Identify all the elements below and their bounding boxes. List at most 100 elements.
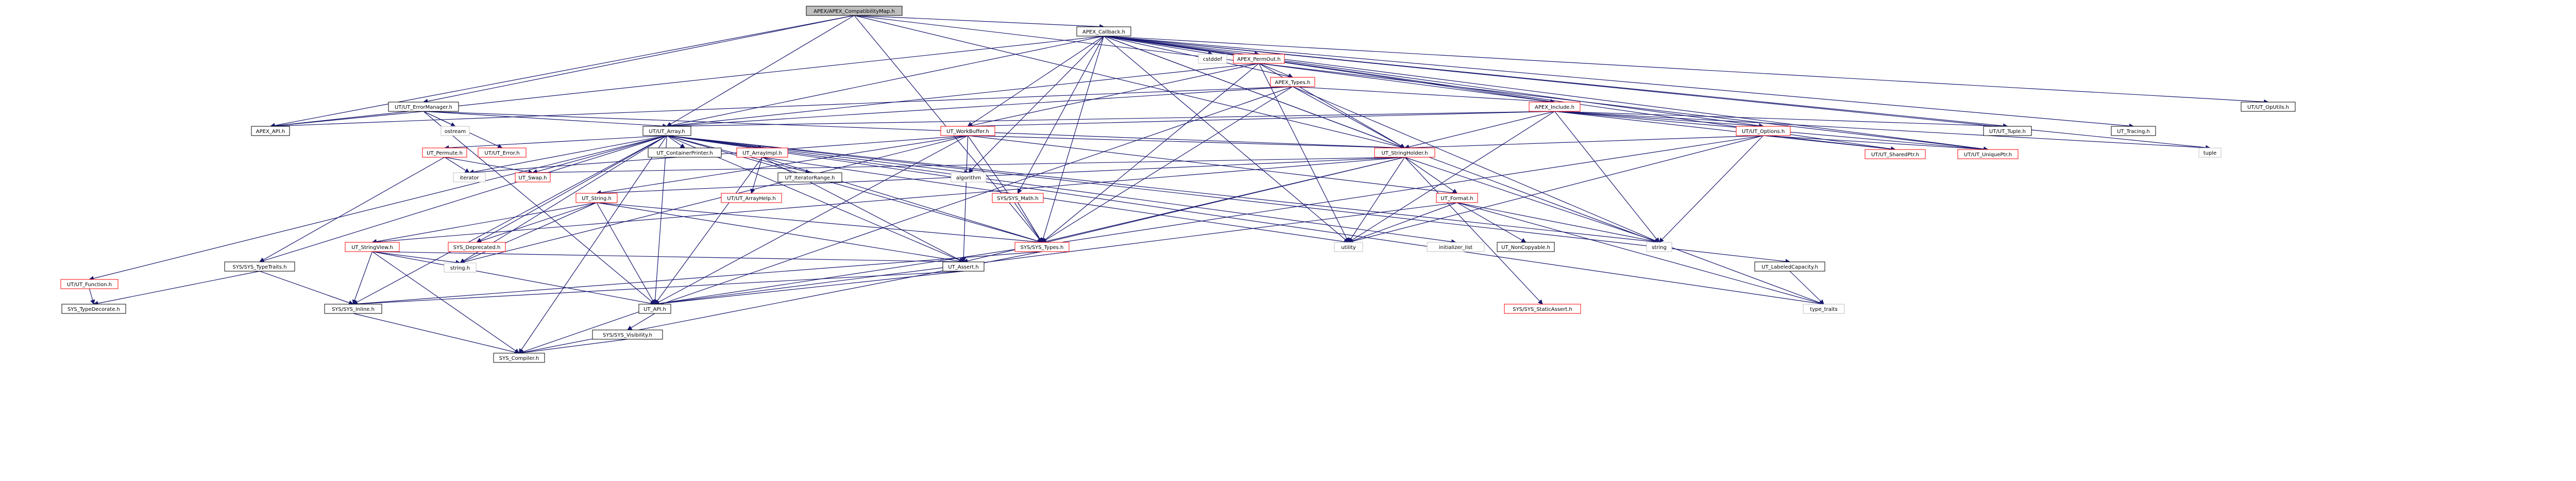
edge-cb-to-utarr	[666, 36, 1104, 128]
edge-inline-to-compiler	[353, 313, 520, 355]
node-label: UT/UT_OpUtils.h	[2247, 105, 2289, 110]
node-sharedptr[interactable]: UT/UT_SharedPtr.h	[1865, 149, 1926, 159]
node-oputils[interactable]: UT/UT_OpUtils.h	[2241, 102, 2296, 112]
node-utility[interactable]: utility	[1334, 242, 1363, 252]
node-sysmath[interactable]: SYS/SYS_Math.h	[992, 193, 1044, 203]
edge-strview-to-inline	[352, 251, 373, 305]
edge-strholder-to-swap	[532, 157, 1405, 175]
node-arrhelp[interactable]: UT/UT_ArrayHelp.h	[721, 193, 782, 203]
node-label: tuple	[2204, 151, 2217, 156]
node-box	[1504, 304, 1581, 314]
node-utapi[interactable]: UT_API.h	[638, 304, 671, 314]
edge-function-to-typedecorate	[89, 288, 95, 305]
edge-utstring-to-utapi	[596, 202, 655, 305]
node-label: algorithm	[956, 175, 981, 181]
edge-cb-to-tracing	[1104, 36, 2134, 129]
edge-utarr-to-iterator	[468, 135, 667, 175]
node-box	[777, 172, 842, 183]
edge-utarr-to-swap	[532, 135, 667, 174]
node-box	[2198, 147, 2222, 158]
node-api[interactable]: APEX_API.h	[251, 126, 290, 136]
node-label: SYS_Compiler.h	[499, 356, 539, 361]
node-initlist[interactable]: initializer_list	[1427, 242, 1485, 252]
node-visibility[interactable]: SYS/SYS_Visibility.h	[592, 329, 663, 340]
node-cstddef[interactable]: cstddef	[1198, 54, 1227, 64]
node-label: UT_API.h	[643, 307, 666, 312]
node-box	[60, 279, 118, 289]
node-iterrange[interactable]: UT_IteratorRange.h	[777, 172, 842, 183]
node-deprecated[interactable]: SYS_Deprecated.h	[448, 242, 506, 252]
node-iterator[interactable]: iterator	[453, 172, 486, 183]
node-label: APEX_Include.h	[1535, 105, 1574, 110]
node-box	[1646, 242, 1672, 252]
node-errorh[interactable]: UT/UT_Error.h	[478, 147, 527, 158]
edge-workbuf-to-utstring	[596, 135, 968, 195]
node-type_traits[interactable]: type_traits	[1803, 304, 1845, 314]
edge-strholder-to-strview	[371, 157, 1405, 245]
node-typedecorate[interactable]: SYS_TypeDecorate.h	[61, 304, 126, 314]
node-label: UT_Assert.h	[948, 264, 978, 270]
node-labcap[interactable]: UT_LabeledCapacity.h	[1754, 261, 1825, 272]
node-arrimpl[interactable]: UT_ArrayImpl.h	[736, 147, 788, 158]
node-options[interactable]: UT/UT_Options.h	[1736, 126, 1791, 136]
edge-arrimpl-to-arrhelp	[750, 157, 763, 194]
node-string[interactable]: string	[1646, 242, 1672, 252]
edge-cb-to-type_traits	[1104, 36, 1825, 305]
node-tuple[interactable]: tuple	[2198, 147, 2222, 158]
node-label: UT/UT_UniquePtr.h	[1964, 152, 2012, 158]
edge-perm-to-include	[1259, 63, 1555, 104]
edge-assert-to-utapi	[654, 271, 964, 306]
node-cb[interactable]: APEX_Callback.h	[1076, 26, 1131, 37]
node-tuple2[interactable]: UT/UT_Tuple.h	[1983, 126, 2032, 136]
node-box	[721, 193, 782, 203]
node-utarr[interactable]: UT/UT_Array.h	[642, 126, 691, 136]
node-ostream[interactable]: ostream	[440, 126, 470, 136]
node-function[interactable]: UT/UT_Function.h	[60, 279, 118, 289]
node-label: UT/UT_Tuple.h	[1989, 129, 2026, 135]
node-include[interactable]: APEX_Include.h	[1529, 102, 1581, 112]
node-stringh[interactable]: string.h	[444, 262, 477, 273]
node-tracing[interactable]: UT_Tracing.h	[2111, 126, 2156, 136]
node-box	[638, 304, 671, 314]
edge-errmgr-to-api	[269, 111, 424, 128]
edge-cb-to-options	[1104, 36, 1764, 128]
node-noncopy[interactable]: UT_NonCopyable.h	[1497, 242, 1555, 252]
node-utstring[interactable]: UT_String.h	[575, 193, 618, 203]
node-compiler[interactable]: SYS_Compiler.h	[493, 353, 545, 363]
node-box	[493, 353, 545, 363]
node-box	[1754, 261, 1825, 272]
node-uniqueptr[interactable]: UT/UT_UniquePtr.h	[1957, 149, 2019, 159]
node-perm[interactable]: APEX_PermOut.h	[1233, 54, 1285, 64]
edge-utapi-to-visibility	[626, 313, 655, 330]
edge-format-to-utapi	[654, 202, 1458, 306]
node-errmgr[interactable]: UT/UT_ErrorManager.h	[388, 102, 459, 112]
node-label: UT/UT_Function.h	[67, 282, 112, 288]
node-box	[440, 126, 470, 136]
node-strholder[interactable]: UT_StringHolder.h	[1374, 147, 1435, 158]
node-strview[interactable]: UT_StringView.h	[345, 242, 400, 252]
edge-errmgr-to-strholder	[423, 111, 1405, 151]
node-systypes[interactable]: SYS/SYS_Types.h	[1014, 242, 1070, 252]
node-assert[interactable]: UT_Assert.h	[942, 261, 985, 272]
node-staticassert[interactable]: SYS/SYS_StaticAssert.h	[1504, 304, 1581, 314]
node-inline[interactable]: SYS/SYS_Inline.h	[324, 304, 382, 314]
node-algorithm[interactable]: algorithm	[951, 172, 987, 183]
node-workbuf[interactable]: UT_WorkBuffer.h	[940, 126, 995, 136]
edge-permute-to-swap	[444, 157, 534, 175]
node-typetraits[interactable]: SYS/SYS_TypeTraits.h	[224, 261, 295, 272]
edge-cb-to-tuple	[1104, 36, 2211, 150]
edge-format-to-utility	[1348, 202, 1458, 243]
node-swap[interactable]: UT_Swap.h	[515, 172, 551, 183]
node-permute[interactable]: UT_Permute.h	[422, 147, 467, 158]
node-label: utility	[1341, 245, 1356, 251]
node-box	[448, 242, 506, 252]
node-box	[422, 147, 467, 158]
node-types[interactable]: APEX_Types.h	[1270, 77, 1315, 87]
edge-strview-to-utapi	[372, 251, 656, 306]
node-contprint[interactable]: UT_ContainerPrinter.h	[648, 147, 722, 158]
node-label: APEX_Types.h	[1275, 80, 1311, 86]
node-box	[1436, 193, 1478, 203]
node-format[interactable]: UT_Format.h	[1436, 193, 1478, 203]
edge-strholder-to-staticassert	[1404, 157, 1543, 305]
